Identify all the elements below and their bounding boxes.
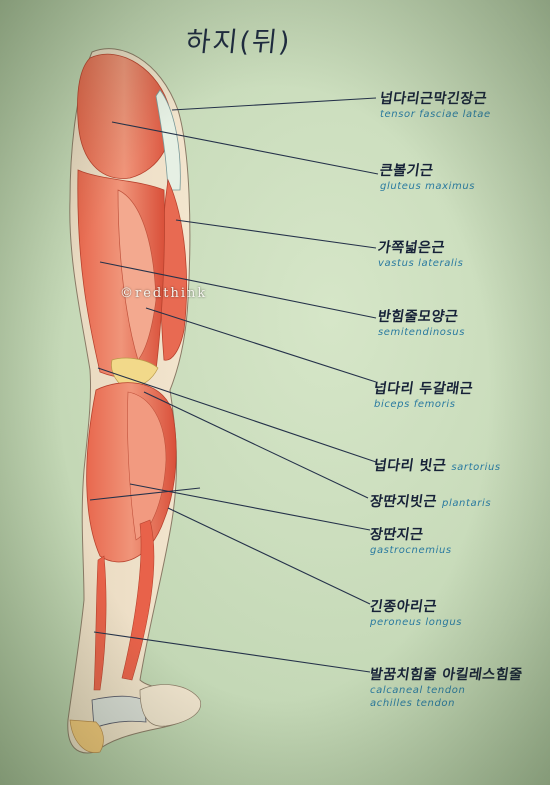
label-english: gluteus maximus	[380, 181, 476, 192]
label-plantaris: 장딴지빗근 plantaris	[368, 491, 492, 511]
gluteus-maximus-shape	[77, 53, 172, 179]
label-calcaneal-tendon: 발꿈치힘줄 아킬레스힘줄 calcaneal tendon achilles t…	[368, 664, 524, 709]
label-english: biceps femoris	[374, 399, 456, 410]
label-english: semitendinosus	[378, 327, 466, 338]
gastrocnemius-medial-head	[127, 391, 167, 541]
label-korean: 넙다리근막긴장근	[378, 91, 489, 107]
label-english: vastus lateralis	[378, 258, 464, 269]
label-english: calcaneal tendon	[370, 685, 466, 696]
label-vastus-lateralis: 가쪽넓은근 vastus lateralis	[376, 237, 464, 269]
label-biceps-femoris: 넙다리 두갈래근 biceps femoris	[372, 378, 475, 410]
label-korean: 큰볼기근	[378, 163, 435, 179]
pointer-lines	[89, 97, 379, 673]
label-english: gastrocnemius	[370, 545, 452, 556]
label-peroneus-longus: 긴종아리근 peroneus longus	[368, 596, 463, 628]
label-korean: 발꿈치힘줄 아킬레스힘줄	[368, 667, 524, 683]
label-korean: 긴종아리근	[368, 599, 438, 615]
label-korean: 장딴지빗근	[368, 494, 438, 510]
biceps-femoris-shape	[117, 189, 157, 361]
foot-shape	[139, 684, 202, 727]
label-korean: 넙다리 두갈래근	[372, 381, 475, 397]
label-korean: 가쪽넓은근	[376, 240, 446, 256]
soleus-strip-shape	[93, 555, 107, 691]
heel-shape	[69, 719, 104, 753]
label-english-alt: achilles tendon	[370, 698, 456, 709]
label-gluteus-maximus: 큰볼기근 gluteus maximus	[378, 160, 476, 192]
copyright-watermark: ©redthink	[120, 286, 208, 301]
label-english: sartorius	[451, 462, 501, 473]
label-sartorius: 넙다리 빗근 sartorius	[372, 455, 501, 475]
label-english: peroneus longus	[370, 617, 463, 628]
peroneus-longus-shape	[121, 519, 155, 681]
label-korean: 넙다리 빗근	[372, 458, 448, 474]
label-english: plantaris	[442, 498, 492, 509]
page-title: 하지(뒤)	[184, 27, 293, 58]
label-korean: 반힘줄모양근	[376, 309, 460, 325]
label-gastrocnemius: 장딴지근 gastrocnemius	[368, 524, 452, 556]
tensor-fasciae-latae-shape	[155, 89, 181, 191]
label-english: tensor fasciae latae	[380, 109, 491, 120]
label-korean: 장딴지근	[368, 527, 425, 543]
label-tensor-fasciae-latae: 넙다리근막긴장근 tensor fasciae latae	[378, 88, 491, 120]
retinaculum-shape	[91, 695, 147, 729]
label-semitendinosus: 반힘줄모양근 semitendinosus	[376, 306, 466, 338]
